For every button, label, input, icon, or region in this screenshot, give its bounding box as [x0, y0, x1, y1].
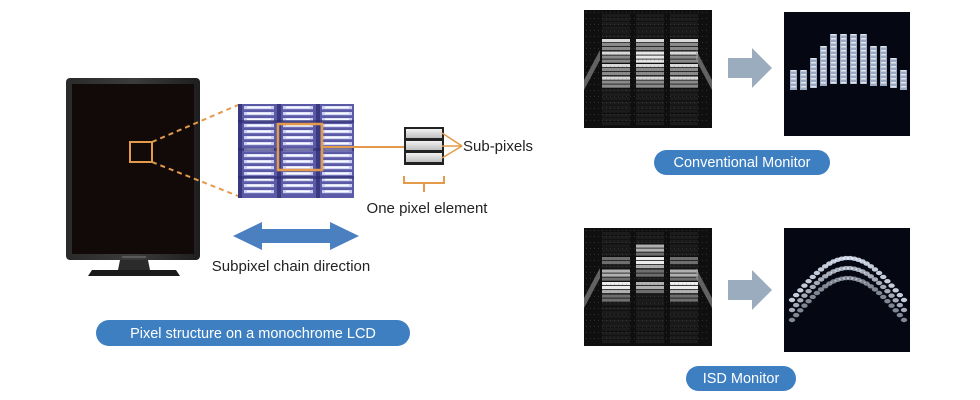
monitor-stand-base	[88, 270, 180, 276]
isd-monitor-caption-text: ISD Monitor	[703, 371, 780, 387]
one-pixel-element-label: One pixel element	[367, 200, 489, 217]
monitor-neck	[118, 260, 150, 270]
monitor-screen	[72, 84, 194, 254]
isd-result-arrow	[728, 270, 772, 310]
conventional-monitor-caption-text: Conventional Monitor	[673, 155, 810, 171]
isd-monitor-caption: ISD Monitor	[686, 366, 796, 391]
conventional-monitor-caption: Conventional Monitor	[654, 150, 830, 175]
subpixel-chain-direction-label: Subpixel chain direction	[212, 258, 370, 275]
subpixel-chain-double-arrow	[233, 222, 359, 250]
sub-pixels-label: Sub-pixels	[463, 138, 533, 155]
isd-pixel-grid	[584, 228, 712, 346]
pixel-structure-caption: Pixel structure on a monochrome LCD	[96, 320, 410, 346]
pixel-element-bracket	[403, 176, 445, 192]
sub-pixels-pointers	[441, 132, 463, 159]
zoom-region-marker	[129, 141, 153, 163]
monochrome-lcd-monitor	[66, 78, 200, 276]
sub-pixel	[406, 141, 442, 150]
sub-pixel	[406, 129, 442, 138]
pixel-structure-caption-text: Pixel structure on a monochrome LCD	[130, 326, 376, 342]
sub-pixel	[406, 153, 442, 162]
pixel-element-diagram	[404, 127, 444, 165]
conventional-result-image	[784, 12, 910, 136]
conventional-result-arrow	[728, 48, 772, 88]
zoom-callout-lines	[151, 104, 239, 197]
microscope-pixel-image	[238, 104, 354, 198]
isd-result-image	[784, 228, 910, 352]
conventional-pixel-grid	[584, 10, 712, 128]
